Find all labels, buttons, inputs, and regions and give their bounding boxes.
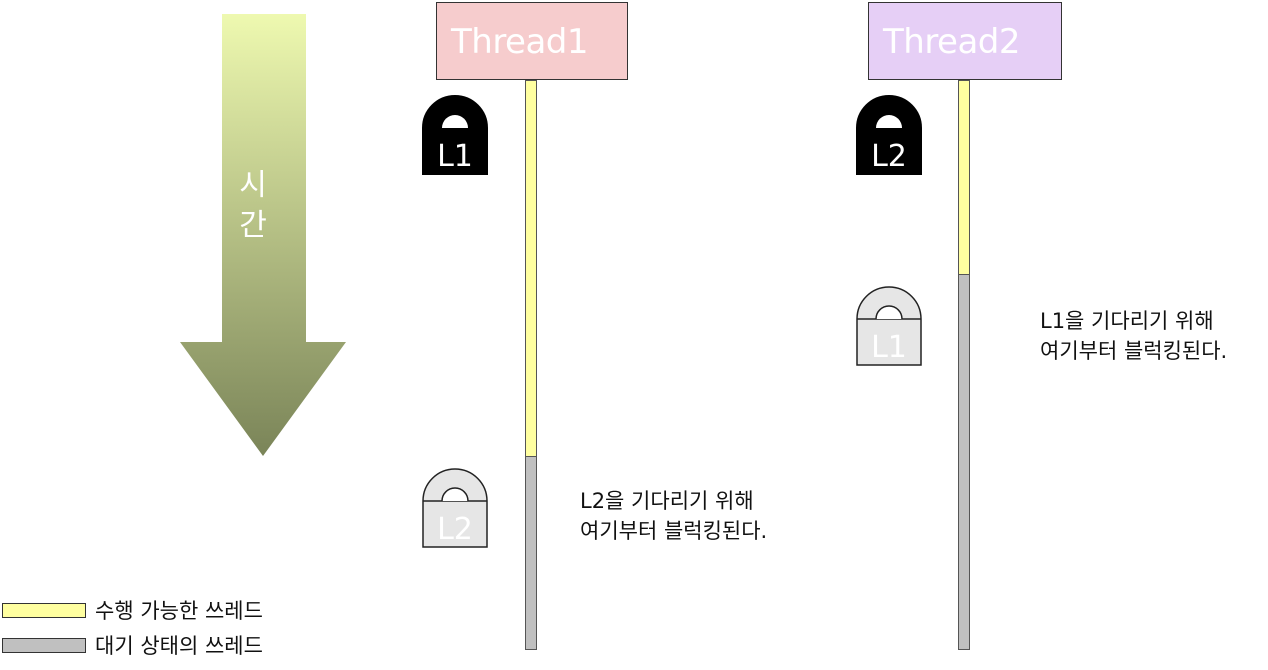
thread1-lock-l2-label: L2 bbox=[437, 512, 473, 547]
legend-swatch-runnable bbox=[2, 602, 86, 618]
time-arrow-label: 시 간 bbox=[222, 166, 284, 246]
thread2-note-line2: 여기부터 블럭킹된다. bbox=[1040, 339, 1228, 363]
thread1-box: Thread1 bbox=[436, 2, 628, 80]
legend-item-runnable: 수행 가능한 쓰레드 bbox=[2, 598, 263, 623]
thread2-lock-l2-label: L2 bbox=[871, 139, 907, 174]
legend-item-waiting: 대기 상태의 쓰레드 bbox=[2, 633, 263, 658]
thread2-note: L1을 기다리기 위해 여기부터 블럭킹된다. bbox=[1040, 306, 1227, 366]
time-arrow-shape bbox=[180, 14, 346, 456]
thread2-note-line1: L1을 기다리기 위해 bbox=[1040, 309, 1214, 333]
thread2-box: Thread2 bbox=[868, 2, 1062, 80]
thread1-runnable-bar bbox=[525, 80, 537, 457]
legend-label-runnable: 수행 가능한 쓰레드 bbox=[95, 599, 263, 623]
thread1-note: L2을 기다리기 위해 여기부터 블럭킹된다. bbox=[580, 486, 767, 546]
thread1-lock-l2-waiting-icon: L2 bbox=[422, 468, 488, 548]
thread2-lock-l1-label: L1 bbox=[871, 330, 907, 365]
time-arrow-label-line1: 시 bbox=[239, 168, 267, 203]
thread1-note-line2: 여기부터 블럭킹된다. bbox=[580, 519, 768, 543]
thread1-lock-l1-held-icon: L1 bbox=[422, 95, 488, 175]
legend-swatch-waiting bbox=[2, 637, 86, 653]
thread2-runnable-bar bbox=[958, 80, 970, 276]
time-arrow bbox=[180, 14, 346, 456]
thread1-note-line1: L2을 기다리기 위해 bbox=[580, 489, 754, 513]
thread2-waiting-bar bbox=[958, 274, 970, 650]
thread2-lock-l1-waiting-icon: L1 bbox=[856, 286, 922, 366]
thread1-lock-l1-label: L1 bbox=[437, 139, 473, 174]
thread1-waiting-bar bbox=[525, 456, 537, 650]
time-arrow-label-line2: 간 bbox=[239, 208, 267, 243]
thread2-lock-l2-held-icon: L2 bbox=[856, 95, 922, 175]
legend-label-waiting: 대기 상태의 쓰레드 bbox=[95, 634, 263, 658]
